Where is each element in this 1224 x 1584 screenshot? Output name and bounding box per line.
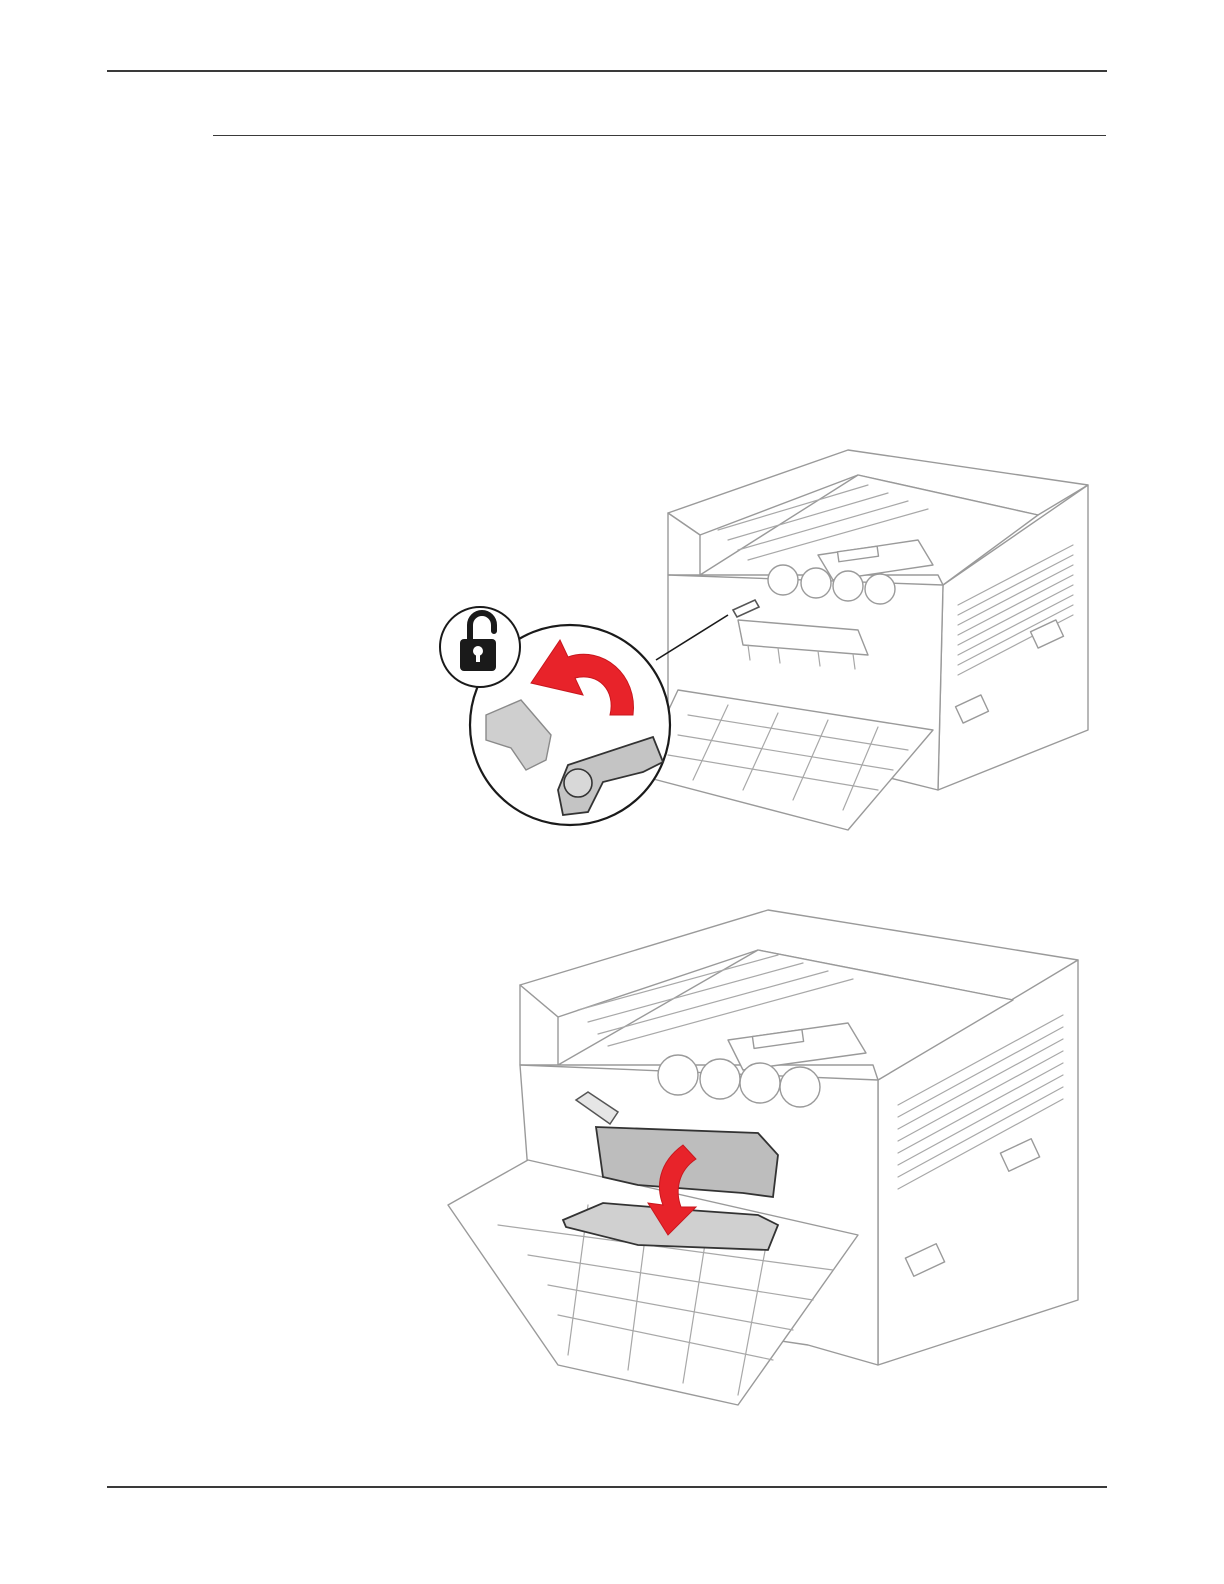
header-rule — [107, 70, 1107, 72]
footer-rule — [107, 1486, 1107, 1488]
unlocked-padlock-icon — [440, 607, 520, 687]
figure-lower-cover — [438, 905, 1088, 1435]
figure-unlock-lever — [438, 445, 1098, 835]
printer-illustration — [638, 450, 1088, 830]
section-rule — [213, 135, 1106, 136]
